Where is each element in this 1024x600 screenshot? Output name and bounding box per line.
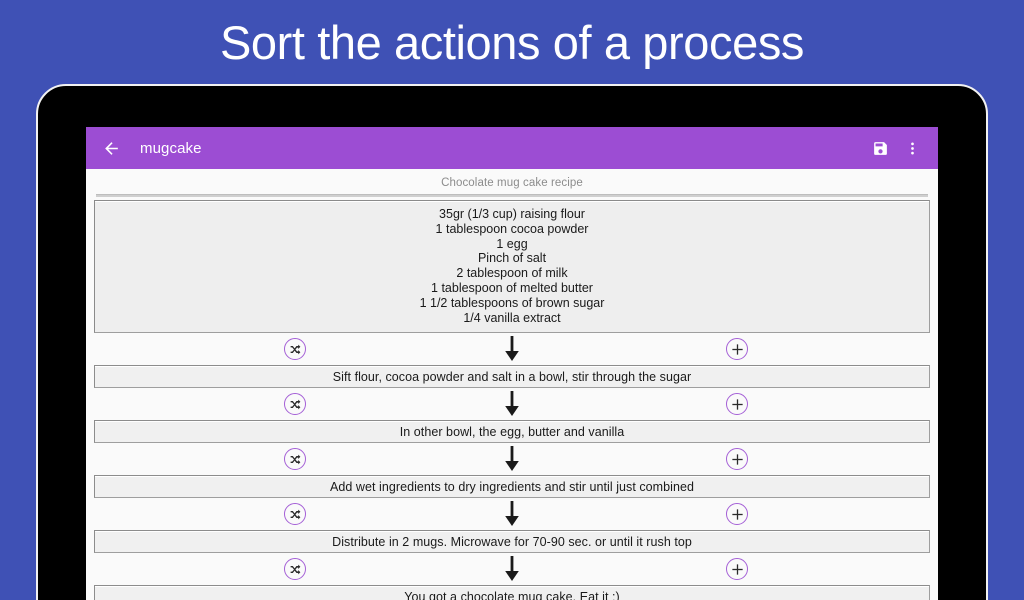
step-text: You got a chocolate mug cake. Eat it :)	[404, 589, 620, 600]
ingredient-line: 1 egg	[496, 236, 528, 251]
recipe-content: Chocolate mug cake recipe 35gr (1/3 cup)…	[86, 169, 938, 600]
ingredient-line: 1 tablespoon cocoa powder	[435, 221, 589, 236]
step-text: Distribute in 2 mugs. Microwave for 70-9…	[332, 534, 692, 549]
plus-circle-icon[interactable]	[726, 393, 748, 416]
plus-circle-icon[interactable]	[726, 448, 748, 471]
ingredient-line: 35gr (1/3 cup) raising flour	[439, 207, 585, 221]
ingredients-box[interactable]: 35gr (1/3 cup) raising flour 1 tablespoo…	[94, 200, 930, 334]
step-box[interactable]: Add wet ingredients to dry ingredients a…	[94, 475, 930, 499]
step-box[interactable]: Distribute in 2 mugs. Microwave for 70-9…	[94, 530, 930, 554]
ingredient-line: 1/4 vanilla extract	[463, 310, 561, 325]
connector-row	[94, 498, 930, 530]
ingredient-line: 1 tablespoon of melted butter	[431, 280, 593, 295]
shuffle-icon[interactable]	[284, 393, 306, 416]
arrow-down-icon	[505, 336, 519, 362]
connector-row	[94, 443, 930, 475]
arrow-down-icon	[505, 501, 519, 527]
step-text: Sift flour, cocoa powder and salt in a b…	[332, 369, 692, 384]
shuffle-icon[interactable]	[284, 503, 306, 526]
step-text: Add wet ingredients to dry ingredients a…	[330, 479, 694, 494]
step-text: In other bowl, the egg, butter and vanil…	[399, 424, 625, 439]
plus-circle-icon[interactable]	[726, 503, 748, 526]
recipe-caption: Chocolate mug cake recipe	[441, 177, 583, 189]
save-icon[interactable]	[866, 134, 894, 162]
ingredient-line: Pinch of salt	[477, 251, 547, 266]
connector-row	[94, 333, 930, 365]
shuffle-icon[interactable]	[284, 448, 306, 471]
app-bar-title: mugcake	[140, 139, 202, 157]
plus-circle-icon[interactable]	[726, 338, 748, 361]
device-screen: mugcake Chocolate mug cake recipe 35gr	[86, 127, 938, 600]
app-bar: mugcake	[86, 127, 938, 169]
caption-divider	[96, 194, 928, 197]
arrow-down-icon	[505, 556, 519, 582]
step-box[interactable]: Sift flour, cocoa powder and salt in a b…	[94, 365, 930, 389]
shuffle-icon[interactable]	[284, 338, 306, 361]
ingredient-line: 2 tablespoon of milk	[456, 266, 568, 281]
step-box[interactable]: In other bowl, the egg, butter and vanil…	[94, 420, 930, 444]
plus-circle-icon[interactable]	[726, 558, 748, 581]
shuffle-icon[interactable]	[284, 558, 306, 581]
tablet-device-frame: mugcake Chocolate mug cake recipe 35gr	[36, 84, 988, 600]
promo-headline: Sort the actions of a process	[219, 15, 805, 69]
ingredient-line: 1 1/2 tablespoons of brown sugar	[419, 295, 605, 310]
arrow-down-icon	[505, 446, 519, 472]
step-box[interactable]: You got a chocolate mug cake. Eat it :)	[94, 585, 930, 600]
arrow-down-icon	[505, 391, 519, 417]
connector-row	[94, 388, 930, 420]
overflow-menu-icon[interactable]	[898, 134, 926, 162]
connector-row	[94, 553, 930, 585]
back-arrow-icon[interactable]	[96, 133, 126, 163]
